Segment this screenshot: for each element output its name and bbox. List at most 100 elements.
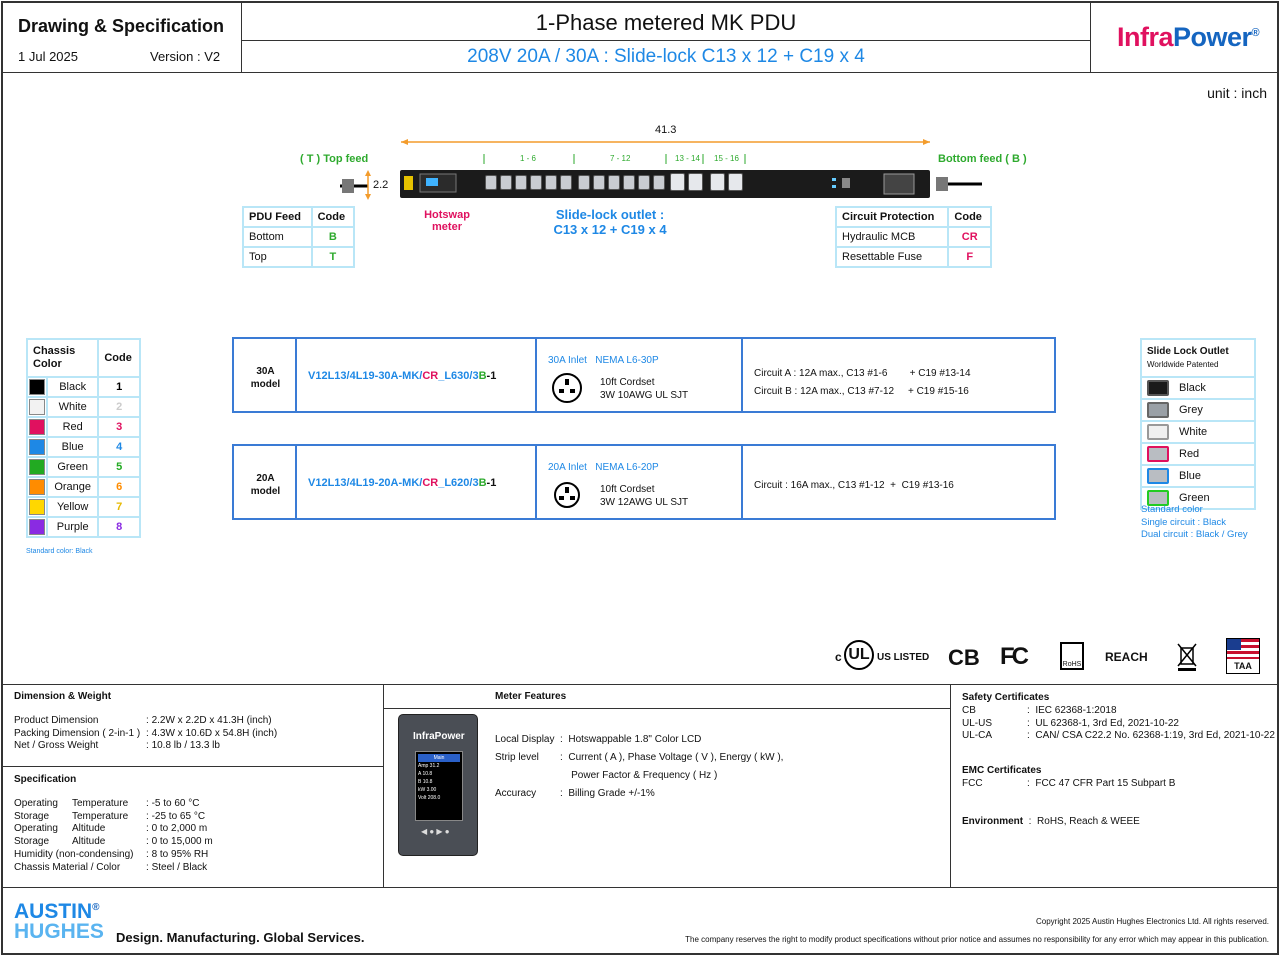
color-name: Red xyxy=(45,416,100,438)
color-code: 7 xyxy=(97,496,141,518)
header-divider-right xyxy=(1090,3,1091,72)
dimension-title: Dimension & Weight xyxy=(14,691,112,702)
c13-outlet xyxy=(515,175,527,190)
circuit-spec: Circuit : 16A max., C13 #1-12 + C19 #13-… xyxy=(754,480,954,491)
color-swatch xyxy=(26,376,48,398)
outlet-group-2: 7 - 12 xyxy=(610,154,631,163)
slide-lock-option: White xyxy=(1140,420,1256,444)
hotswap-meter-label: Hotswap meter xyxy=(424,209,470,233)
top-feed-label: ( T ) Top feed xyxy=(300,153,369,165)
emc-title: EMC Certificates xyxy=(962,765,1042,776)
color-code: 4 xyxy=(97,436,141,458)
outlet-strip xyxy=(480,170,760,198)
nema-plug-icon xyxy=(552,373,582,403)
emc-value: : FCC 47 CFR Part 15 Subpart B xyxy=(1027,778,1176,789)
inlet-label: 30A Inlet NEMA L6-30P xyxy=(548,355,659,366)
c13-outlet xyxy=(545,175,557,190)
c13-outlet xyxy=(500,175,512,190)
feed-option: Top xyxy=(242,246,313,268)
copyright: Copyright 2025 Austin Hughes Electronics… xyxy=(1035,917,1269,926)
weee-bin-icon xyxy=(1177,643,1197,671)
slide-lock-row: Blue xyxy=(1140,464,1256,488)
color-swatch xyxy=(26,476,48,498)
header-mid-rule xyxy=(241,40,1090,41)
c19-outlet xyxy=(728,173,743,191)
safety-labels: CB UL-US UL-CA xyxy=(962,705,993,742)
feed-code: B xyxy=(310,226,356,248)
protection-option: Resettable Fuse xyxy=(834,246,950,268)
inlet-label: 20A Inlet NEMA L6-20P xyxy=(548,462,659,473)
protection-code: CR xyxy=(947,226,992,248)
dimension-labels: Product Dimension Packing Dimension ( 2-… xyxy=(14,715,141,752)
chassis-standard-note: Standard color: Black xyxy=(26,548,93,555)
c13-outlet xyxy=(578,175,590,190)
model-part-number: V12L13/4L19-20A-MK/CR_L620/3B-1 xyxy=(308,477,497,489)
slide-lock-outlet-icon xyxy=(1147,446,1169,462)
color-name: Purple xyxy=(45,516,100,538)
color-swatch xyxy=(26,396,48,418)
slide-lock-outlet-icon xyxy=(1147,468,1169,484)
color-name: Yellow xyxy=(45,496,100,518)
fcc-logo: FC xyxy=(1000,643,1029,670)
circuit-protection-header: Circuit Protection xyxy=(834,206,950,228)
c13-outlet xyxy=(593,175,605,190)
nema-plug-icon xyxy=(554,482,580,508)
color-code: 1 xyxy=(97,376,141,398)
meter-values: : Hotswappable 1.8" Color LCD : Current … xyxy=(560,734,784,799)
height-dimension: 2.2 xyxy=(373,179,389,191)
spec-labels: Operating Storage Operating Storage Humi… xyxy=(14,798,134,873)
unit-label: unit : inch xyxy=(1207,85,1267,101)
feed-option: Bottom xyxy=(242,226,313,248)
slide-lock-outlet-icon xyxy=(1147,380,1169,396)
taa-flag-logo: TAA xyxy=(1226,638,1260,674)
color-name: Blue xyxy=(45,436,100,458)
c13-outlet xyxy=(608,175,620,190)
color-name: Black xyxy=(45,376,100,398)
slidelock-outlet-label: Slide-lock outlet : C13 x 12 + C19 x 4 xyxy=(553,207,667,237)
color-code: 2 xyxy=(97,396,141,418)
code-header: Code xyxy=(310,206,356,228)
slide-lock-outlet-icon xyxy=(1147,402,1169,418)
product-subtitle: 208V 20A / 30A : Slide-lock C13 x 12 + C… xyxy=(467,46,865,67)
slide-lock-option: Grey xyxy=(1140,398,1256,422)
color-swatch xyxy=(26,456,48,478)
color-code: 5 xyxy=(97,456,141,478)
color-swatch xyxy=(26,516,48,538)
specification-title: Specification xyxy=(14,774,77,785)
color-code: 6 xyxy=(97,476,141,498)
feed-code: T xyxy=(310,246,356,268)
safety-values: : IEC 62368-1:2018 : UL 62368-1, 3rd Ed,… xyxy=(1027,705,1275,742)
header-divider-left xyxy=(241,3,242,72)
environment-row: Environment : RoHS, Reach & WEEE xyxy=(962,816,1140,827)
product-title: 1-Phase metered MK PDU xyxy=(535,10,797,35)
header-bottom-rule xyxy=(3,72,1279,73)
slide-lock-option: Red xyxy=(1140,442,1256,466)
slide-lock-outlet-icon xyxy=(1147,424,1169,440)
meter-features-title: Meter Features xyxy=(495,691,567,702)
spec-top-rule xyxy=(3,684,1279,685)
doc-version: Version : V2 xyxy=(150,49,221,64)
c13-outlet xyxy=(560,175,572,190)
disclaimer: The company reserves the right to modify… xyxy=(685,935,1269,944)
c13-outlet xyxy=(623,175,635,190)
slide-lock-notes: Standard color Single circuit : Black Du… xyxy=(1141,504,1248,540)
meter-device-image: InfraPower Main Amp 31.2 A 10.8 B 10.8 k… xyxy=(398,714,478,856)
pdu-feed-header: PDU Feed xyxy=(242,206,313,228)
spec-bottom-rule xyxy=(3,887,1279,888)
spec-sublabels: Temperature Temperature Altitude Altitud… xyxy=(72,798,129,848)
rohs-logo: RoHS xyxy=(1060,642,1084,670)
meter-labels: Local Display Strip level Accuracy xyxy=(495,734,555,799)
meter-lcd-screen: Main Amp 31.2 A 10.8 B 10.8 kW 3.00 Volt… xyxy=(415,751,463,821)
spec-divider-2 xyxy=(950,684,951,887)
